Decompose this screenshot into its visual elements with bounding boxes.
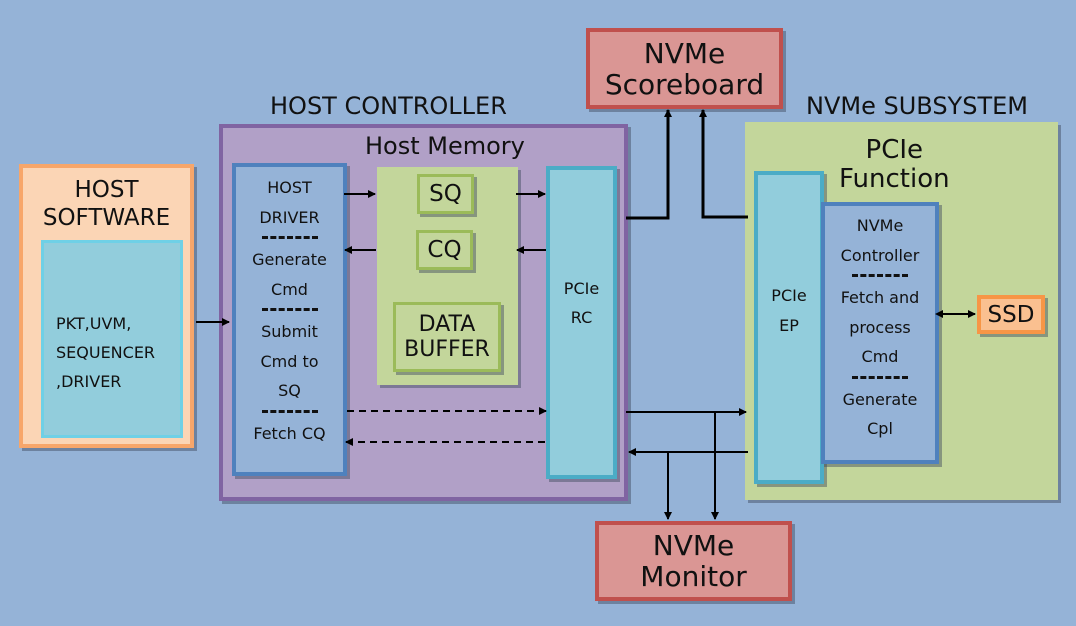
host-memory-label: Host Memory — [365, 132, 525, 160]
section-divider — [261, 236, 318, 239]
nvme-controller-label-fetch-and: Fetch and — [840, 288, 920, 307]
data-buffer-label-line2: BUFFER — [404, 337, 490, 362]
section-divider — [852, 375, 908, 379]
nvme-monitor-block: NVMe Monitor — [595, 521, 792, 601]
ssd-block: SSD — [977, 295, 1045, 334]
arrow-pcie-ep-to-scoreboard — [699, 109, 748, 219]
pcie-ep-label-line2: EP — [779, 316, 799, 335]
nvme-controller-label-cpl: Cpl — [867, 419, 893, 438]
host-driver-label-cmd-to: Cmd to — [260, 351, 319, 371]
host-driver-label-driver: DRIVER — [259, 207, 320, 227]
host-software-line-pkt-uvm: PKT,UVM, — [56, 314, 132, 333]
sq-label: SQ — [429, 181, 462, 207]
pcie-ep-label-line1: PCIe — [771, 286, 807, 305]
host-driver-label-fetch-cq: Fetch CQ — [253, 423, 326, 443]
host-driver-block: HOST DRIVER Generate Cmd Submit Cmd to S… — [232, 163, 347, 476]
pcie-function-label-line1: PCIe — [865, 135, 924, 165]
nvme-scoreboard-block: NVMe Scoreboard — [586, 28, 783, 109]
nvme-controller-label-cmd: Cmd — [861, 347, 899, 366]
ssd-label: SSD — [987, 301, 1035, 328]
section-divider — [261, 409, 318, 413]
host-driver-label-generate: Generate — [252, 250, 327, 269]
nvme-controller-label-process: process — [849, 317, 911, 337]
monitor-label-line1: NVMe — [652, 529, 735, 562]
nvme-controller-label-generate: Generate — [842, 389, 918, 409]
pcie-rc-block: PCIe RC — [546, 166, 617, 479]
host-software-title-line1: HOST — [74, 177, 139, 203]
host-software-line-driver: ,DRIVER — [56, 372, 122, 391]
host-software-title: HOST SOFTWARE — [23, 176, 190, 232]
host-driver-label-submit: Submit — [261, 322, 318, 341]
pcie-rc-label-line2: RC — [570, 308, 593, 327]
pcie-rc-label-line1: PCIe — [563, 279, 600, 298]
cq-block: CQ — [416, 230, 473, 270]
nvme-subsystem-title: NVMe SUBSYSTEM — [806, 92, 1028, 120]
data-buffer-block: DATA BUFFER — [393, 302, 501, 372]
host-software-components: PKT,UVM, SEQUENCER ,DRIVER — [41, 240, 183, 438]
nvme-controller-label-nvme: NVMe — [856, 216, 904, 235]
monitor-label-line2: Monitor — [640, 560, 747, 593]
host-software-block: HOST SOFTWARE PKT,UVM, SEQUENCER ,DRIVER — [19, 164, 194, 448]
host-controller-title: HOST CONTROLLER — [270, 92, 507, 120]
nvme-controller-label-controller: Controller — [840, 245, 920, 265]
pcie-function-label-line2: Function — [839, 164, 950, 194]
scoreboard-label-line1: NVMe — [643, 36, 726, 70]
section-divider — [261, 308, 318, 311]
host-driver-label-cmd: Cmd — [271, 279, 308, 299]
arrow-pcie-rc-to-scoreboard — [626, 109, 672, 220]
nvme-controller-block: NVMe Controller Fetch and process Cmd Ge… — [821, 202, 939, 464]
host-driver-label-host: HOST — [267, 178, 312, 197]
sq-block: SQ — [417, 174, 474, 214]
host-software-title-line2: SOFTWARE — [42, 205, 171, 231]
section-divider — [852, 274, 908, 277]
scoreboard-label-line2: Scoreboard — [604, 67, 765, 101]
host-software-line-sequencer: SEQUENCER — [56, 343, 156, 362]
cq-label: CQ — [427, 237, 462, 263]
pcie-ep-block: PCIe EP — [754, 171, 824, 484]
host-driver-label-sq: SQ — [278, 381, 301, 400]
data-buffer-label-line1: DATA — [418, 312, 476, 337]
